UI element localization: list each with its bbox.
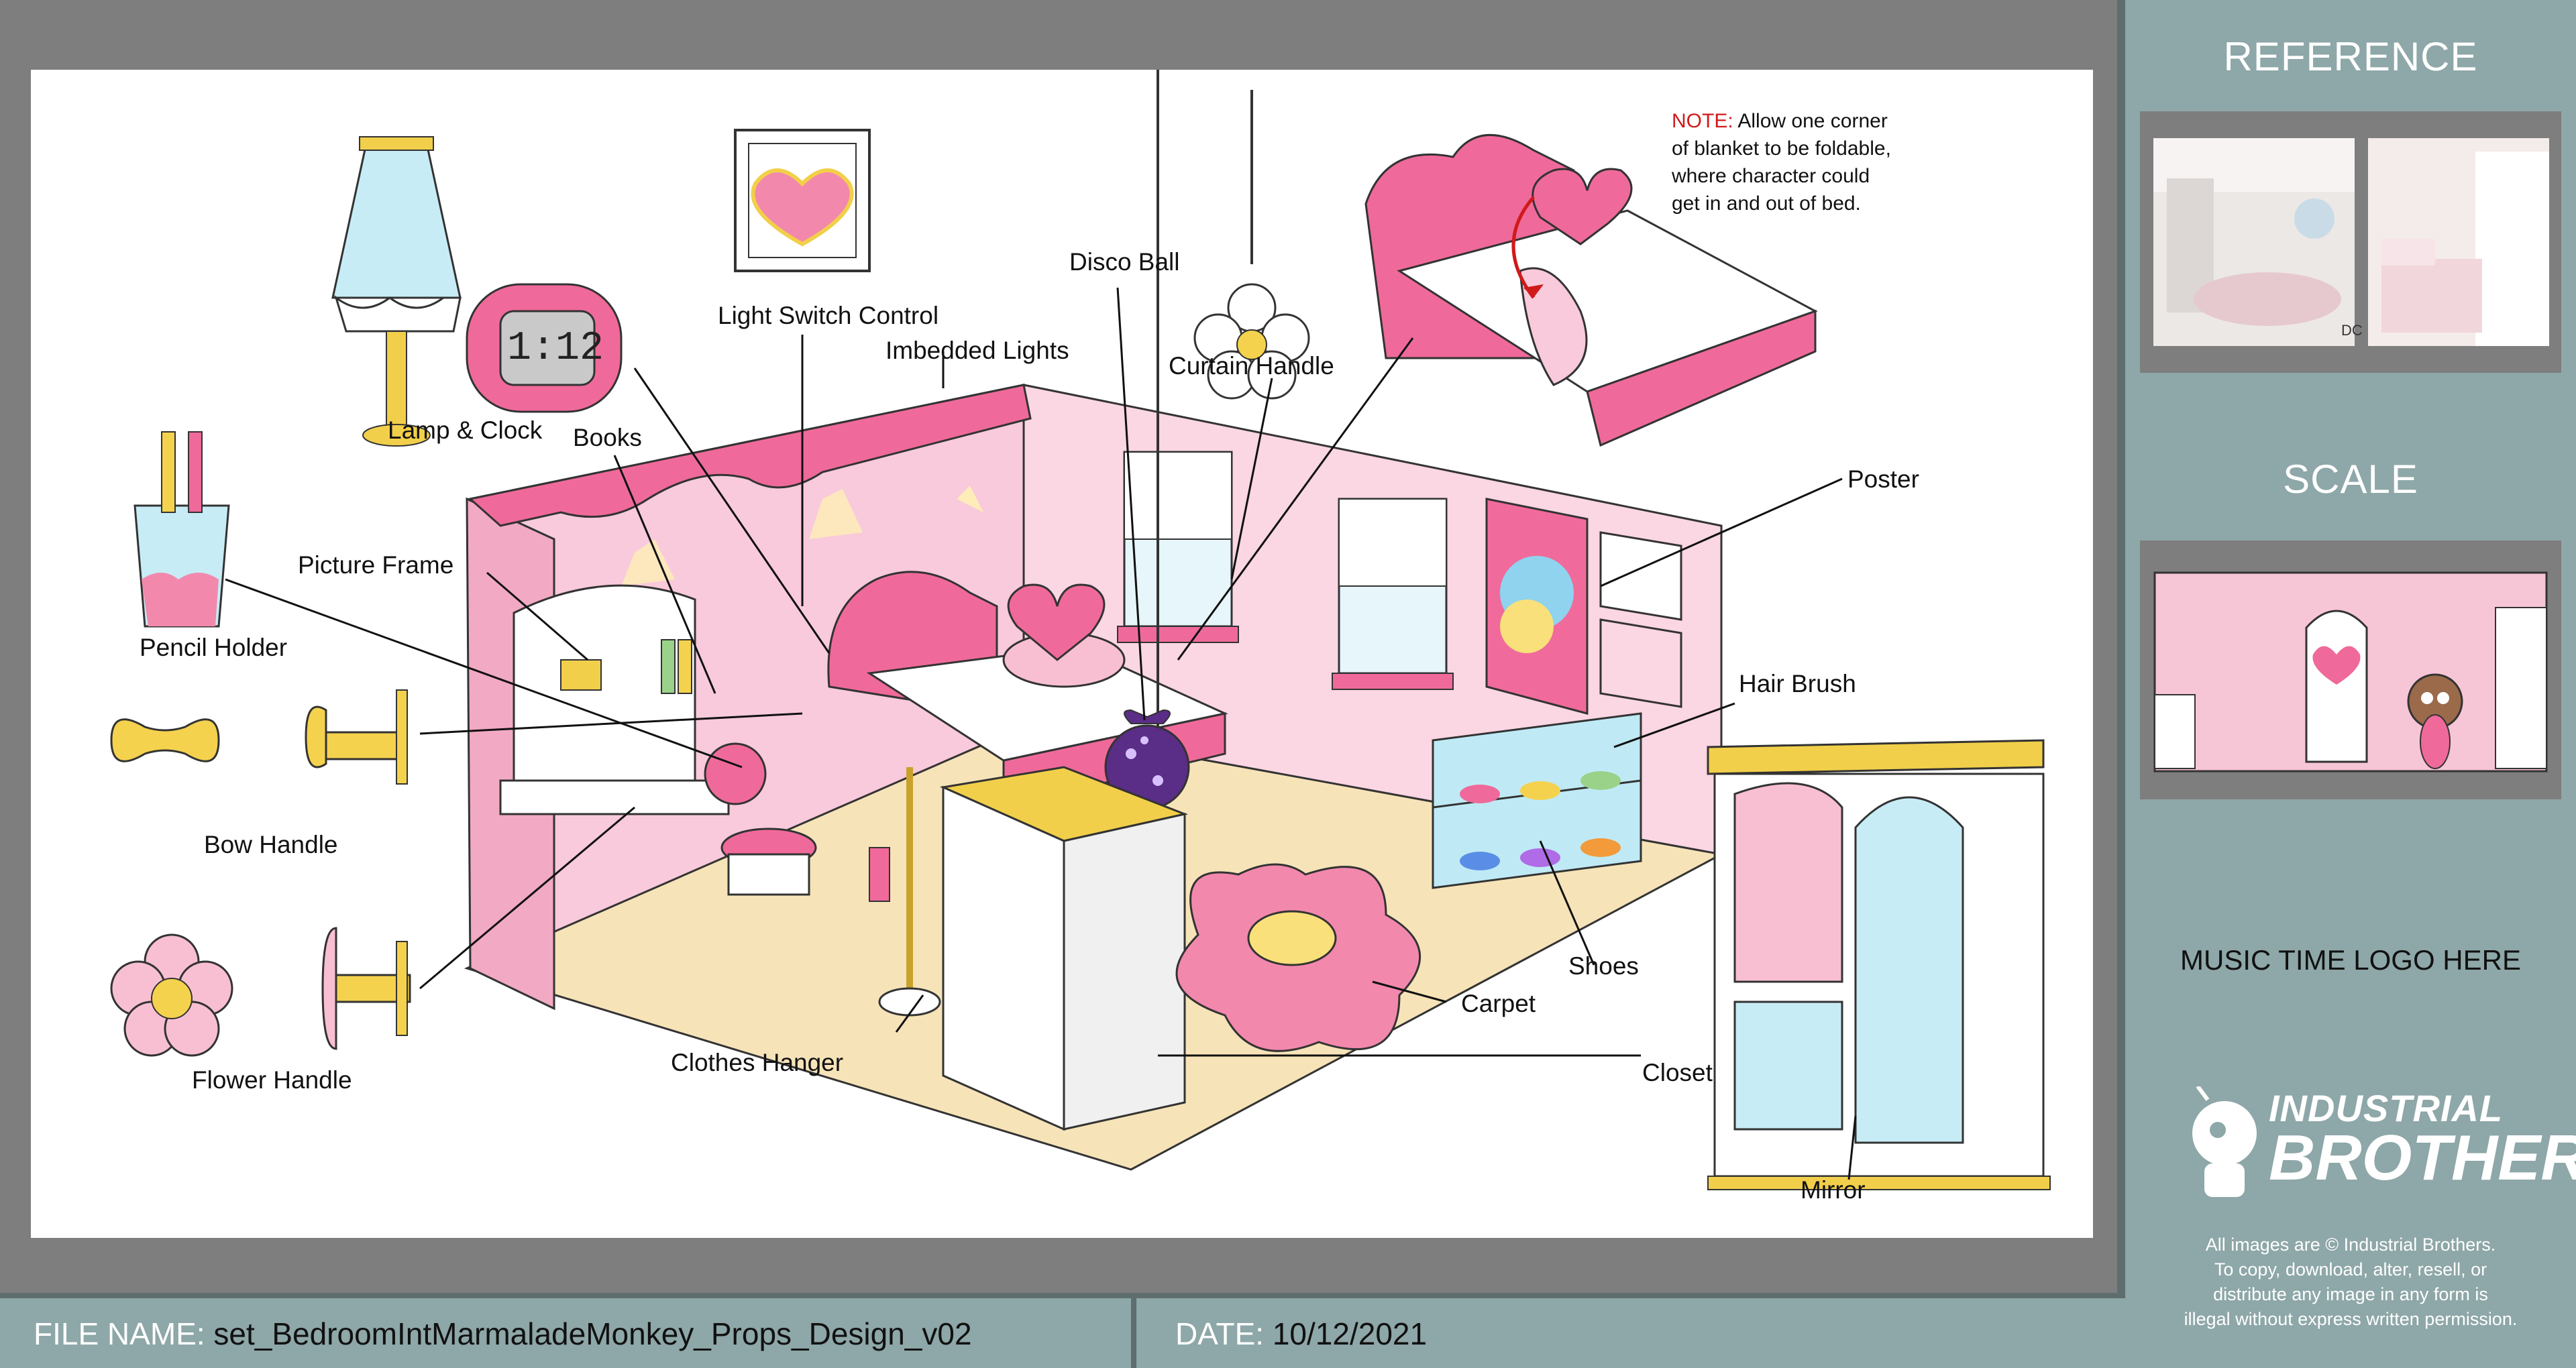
pencil-holder-prop: [133, 431, 230, 628]
leader-lines: [225, 287, 1857, 1180]
clock-prop: [466, 283, 623, 413]
scale-title: SCALE: [2283, 457, 2418, 502]
scale-reference-illustration: [2153, 571, 2548, 773]
closet-prop: [1707, 739, 2051, 1190]
curtain-handle-prop: [1193, 90, 1310, 400]
note-key: NOTE:: [1672, 110, 1733, 132]
brand-line-1: INDUSTRIAL: [2269, 1087, 2504, 1129]
label-shoes: Shoes: [1568, 952, 1639, 980]
robot-logo-icon: [2192, 1086, 2257, 1197]
copyright-line-4: illegal without express written permissi…: [2184, 1309, 2518, 1329]
room-illustration: [110, 70, 2051, 1190]
bed-design-note: NOTE: Allow one corner of blanket to be …: [1672, 107, 1953, 217]
label-lamp-clock: Lamp & Clock: [388, 416, 543, 444]
label-flower-handle: Flower Handle: [192, 1066, 352, 1094]
bed-prop: [1364, 133, 1818, 447]
note-line-4: get in and out of bed.: [1672, 192, 1861, 215]
reference-photo-2: [2368, 138, 2549, 346]
lamp-prop: [331, 136, 462, 447]
date-label: DATE:: [1175, 1316, 1265, 1351]
note-line-1: Allow one corner: [1737, 110, 1888, 132]
label-poster: Poster: [1847, 465, 1919, 493]
label-disco-ball: Disco Ball: [1069, 248, 1180, 276]
copyright-line-3: distribute any image in any form is: [2213, 1284, 2488, 1304]
logo-placeholder: MUSIC TIME LOGO HERE: [2180, 944, 2521, 976]
copyright-notice: All images are © Industrial Brothers. To…: [2125, 1233, 2576, 1332]
label-curtain-handle: Curtain Handle: [1169, 352, 1334, 380]
file-name-label: FILE NAME:: [34, 1316, 205, 1351]
footer-divider: [1131, 1293, 1136, 1368]
reference-photo-1: [2153, 138, 2355, 346]
footer-bar: FILE NAME: set_BedroomIntMarmaladeMonkey…: [0, 1293, 2125, 1368]
label-closet: Closet: [1642, 1059, 1713, 1086]
desk-illustration: [499, 584, 817, 896]
reference-images: DC: [2140, 111, 2561, 373]
disco-ball-illustration: [1104, 70, 1190, 810]
poster-art: [1485, 498, 1682, 715]
scale-image: [2140, 540, 2561, 799]
brand-line-2: BROTHERS: [2269, 1122, 2576, 1194]
label-mirror: Mirror: [1801, 1176, 1866, 1204]
note-line-3: where character could: [1672, 165, 1870, 187]
file-name: FILE NAME: set_BedroomIntMarmaladeMonkey…: [34, 1316, 972, 1352]
date-value: 10/12/2021: [1272, 1316, 1428, 1351]
label-hair-brush: Hair Brush: [1739, 670, 1856, 697]
closet-in-room: [939, 766, 1189, 1131]
date: DATE: 10/12/2021: [1175, 1316, 1427, 1352]
note-line-2: of blanket to be foldable,: [1672, 137, 1891, 160]
label-bow-handle: Bow Handle: [204, 831, 338, 858]
light-switch-prop: [734, 129, 871, 272]
info-sidebar: REFERENCE DC SCALE: [2125, 0, 2576, 1368]
carpet-illustration: [1175, 863, 1421, 1052]
footer-rule: [0, 1293, 2125, 1298]
flower-handle-prop: [110, 927, 411, 1057]
bow-handle-prop: [110, 689, 408, 785]
sidebar-divider: [2117, 0, 2125, 1368]
design-sheet-canvas: 1:12 Lamp & Clock Light Switch Control D…: [31, 70, 2093, 1238]
copyright-line-2: To copy, download, alter, resell, or: [2214, 1259, 2487, 1279]
copyright-line-1: All images are © Industrial Brothers.: [2205, 1235, 2496, 1255]
clock-display-text: 1:12: [507, 326, 604, 372]
label-light-switch: Light Switch Control: [718, 302, 939, 329]
windows: [1117, 451, 1454, 690]
reference-title: REFERENCE: [2223, 34, 2478, 79]
label-imbedded-lights: Imbedded Lights: [885, 337, 1069, 364]
brand-wordmark: INDUSTRIAL BROTHERS: [2269, 1086, 2576, 1190]
reference-watermark: DC: [2341, 322, 2363, 339]
file-name-value: set_BedroomIntMarmaladeMonkey_Props_Desi…: [213, 1316, 972, 1351]
label-pencil-holder: Pencil Holder: [140, 634, 288, 661]
label-carpet: Carpet: [1461, 990, 1536, 1017]
shoe-shelf: [1432, 712, 1642, 889]
label-books: Books: [573, 424, 642, 451]
label-picture-frame: Picture Frame: [298, 551, 454, 579]
label-clothes-hanger: Clothes Hanger: [671, 1049, 844, 1076]
